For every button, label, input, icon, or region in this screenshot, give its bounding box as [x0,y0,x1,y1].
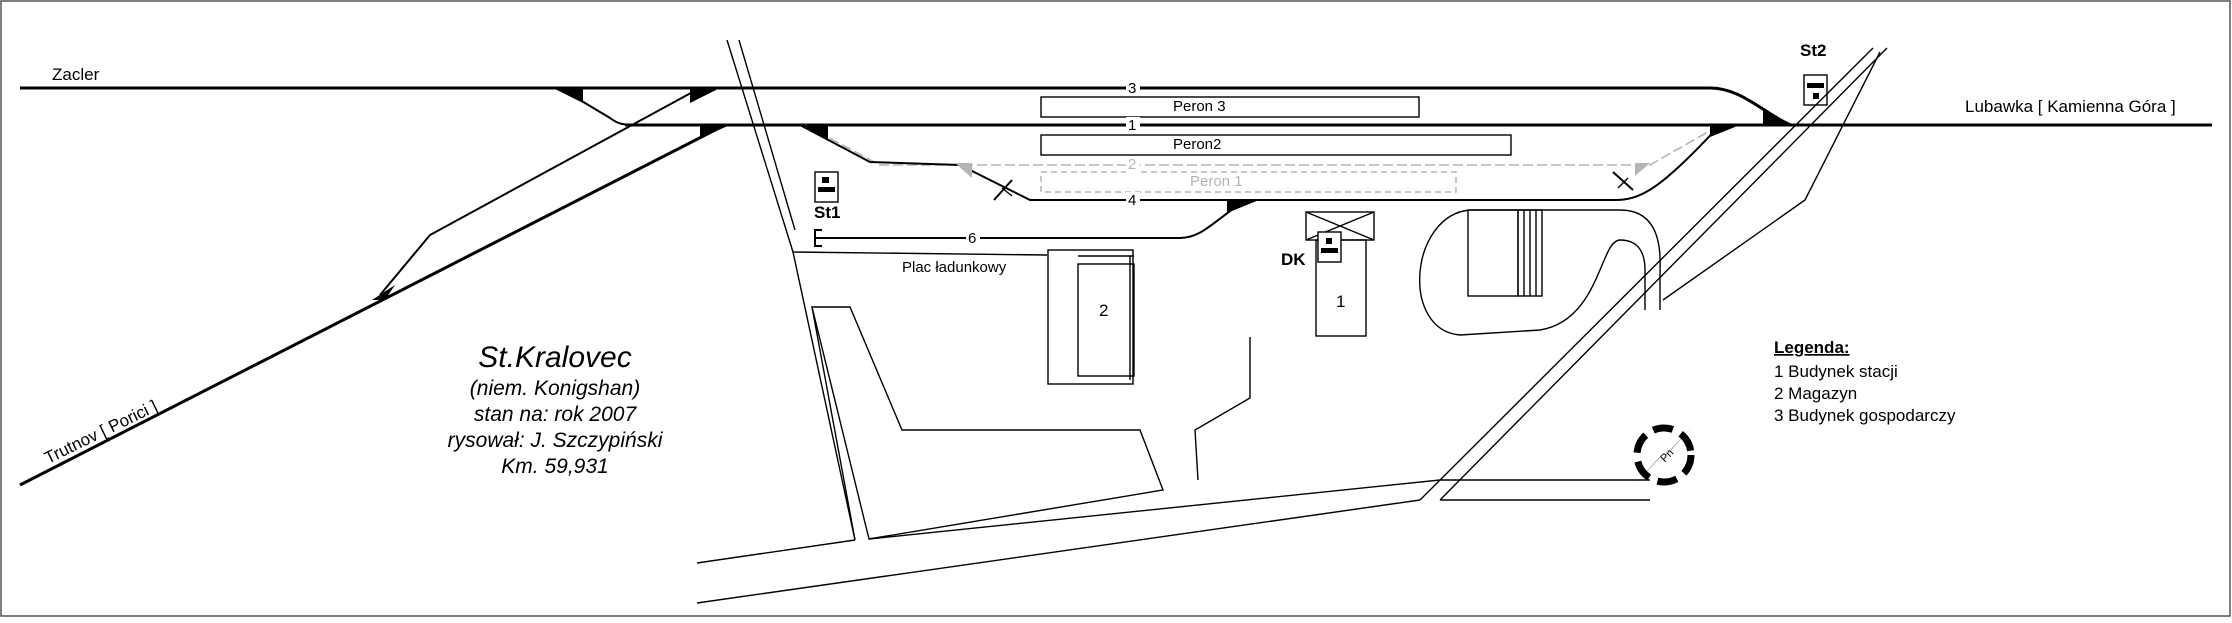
switch-marker [798,125,828,139]
legend-item-1: 1 Budynek stacji [1774,362,1898,381]
label-building-1: 1 [1336,292,1345,311]
track-2 [804,124,1721,166]
label-lubawka: Lubawka [ Kamienna Góra ] [1965,97,2176,116]
building-2-outer [1047,249,1134,385]
buffer-stop-6 [814,229,822,247]
switch-marker [1763,110,1794,125]
track-6 [815,199,1246,239]
derailers [993,171,1634,201]
track-number-4: 4 [1128,192,1136,209]
title-line-3: rysował: J. Szczypiński [448,429,664,452]
legend-item-3: 3 Budynek gospodarczy [1774,406,1956,425]
road-right-a [1439,47,1888,501]
road-triangle-edge [811,306,856,541]
legend: Legenda: 1 Budynek stacji 2 Magazyn 3 Bu… [1774,338,1956,425]
switch-marker [1227,200,1259,213]
track-trutnov [19,123,726,487]
track-3 [20,86,1791,127]
compass-icon: Pn [1630,421,1698,489]
st2-box [1803,74,1828,106]
building-2-inner [1077,263,1135,377]
derailer-left-tick [1001,187,1013,197]
track-number-2: 2 [1128,156,1136,173]
road-right-b [1419,47,1874,501]
legend-item-2: 2 Magazyn [1774,384,1857,403]
road-bottom-a [696,499,1421,604]
track-number-3: 3 [1128,80,1136,97]
road-left-edge-b [738,39,796,231]
road-right-branch [1662,51,1881,301]
derailer-right-tick [1617,177,1629,189]
label-platform-3: Peron 3 [1173,98,1226,115]
legend-heading: Legenda: [1774,338,1850,357]
label-st2: St2 [1800,41,1826,60]
title-line-2: stan na: rok 2007 [474,403,638,426]
switch-marker [372,285,395,300]
road-triangle-area [811,306,1164,540]
track-4 [799,124,1721,201]
track-number-6: 6 [968,230,976,247]
dk-box [1317,231,1342,263]
road-stub [1194,337,1251,481]
title-block: St.Kralovec (niem. Konigshan) stan na: r… [448,341,664,478]
label-zacler: Zacler [52,65,100,84]
tracks [19,86,2212,487]
road-left-lower-a [792,251,856,541]
label-platform-2: Peron2 [1173,136,1221,153]
road-bottom-b [868,479,1650,540]
track-trutnov-branch [379,87,701,296]
signal-boxes [814,74,1828,263]
switch-marker [700,125,730,138]
road-left-lower-b [696,539,856,564]
track-number-1: 1 [1128,117,1136,134]
label-plac: Plac ładunkowy [902,259,1007,276]
switch-marker-grey [1635,163,1650,176]
compass-label: Pn [1658,447,1676,465]
label-platform-1: Peron 1 [1190,173,1243,190]
platform-3 [1040,96,1420,118]
title-line-4: Km. 59,931 [501,455,608,478]
labels: Zacler Lubawka [ Kamienna Góra ] Trutnov… [41,41,2175,468]
platforms [1040,96,1512,193]
label-building-2: 2 [1099,301,1108,320]
label-trutnov: Trutnov [ Porici ] [41,397,160,468]
derailer-right [1612,171,1634,191]
buildings [1047,209,1543,385]
crossover-left [559,87,641,126]
platform-1 [1040,171,1457,193]
derailer-left [993,179,1013,201]
switch-marker [553,88,583,103]
loop-road-inner [1459,239,1646,336]
title-line-1: (niem. Konigshan) [470,377,640,400]
label-dk: DK [1281,250,1306,269]
loop-road-outer [1419,209,1661,336]
switch-markers [372,88,1794,300]
switch-marker [1710,125,1740,137]
title-station: St.Kralovec [478,341,631,374]
roads [696,39,1888,604]
switch-marker-grey [955,163,972,178]
road-left-edge-a [726,39,1048,256]
platform-2 [1040,134,1512,156]
switch-marker [690,88,720,103]
label-st1: St1 [814,203,840,222]
st1-box [814,171,839,203]
building-3 [1467,209,1519,297]
